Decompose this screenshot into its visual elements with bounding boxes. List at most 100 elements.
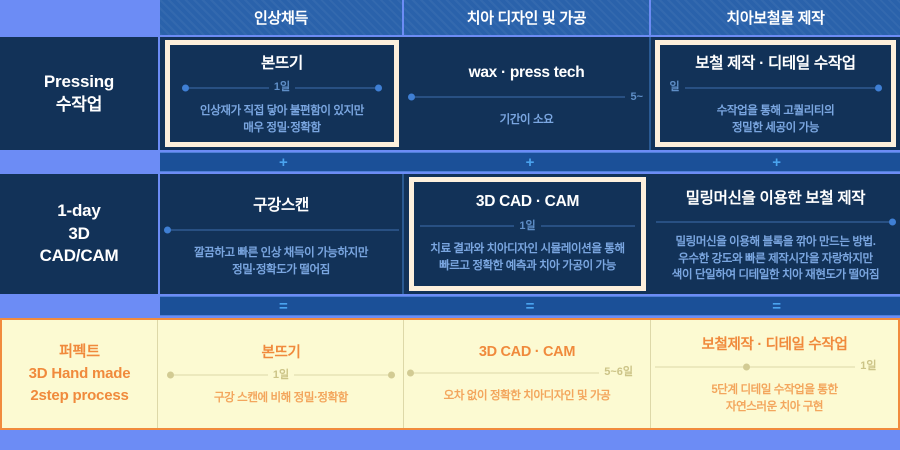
cell-oneday-milling-title: 밀링머신을 이용한 보철 제작 (685, 189, 866, 207)
row-label-pressing-line2: 수작업 (55, 94, 103, 114)
row-label-oneday-line1: 1-day (57, 200, 101, 220)
header-col-prosthesis-label: 치아보철물 제작 (726, 10, 825, 27)
cell-perfect-prosthesis-title: 보철제작 · 디테일 수작업 (701, 336, 848, 353)
timeline-duration-label: 1일 (268, 82, 296, 94)
timeline-pressing-prosthesis: 일 (669, 80, 882, 96)
timeline-bar (407, 372, 647, 374)
row-label-perfect: 퍼펙트 3D Hand made 2step process (2, 320, 158, 428)
desc-line: 오차 없이 정확한 치아디자인 및 가공 (443, 389, 611, 402)
timeline-perfect-impression: 1일 (167, 367, 395, 383)
cell-pressing-design-title: wax · press tech (468, 64, 585, 82)
cell-pressing-design: wax · press tech 5~ 기간이 소요 (404, 37, 651, 150)
operator-plus-col3: + (772, 153, 782, 171)
cell-pressing-prosthesis-desc: 수작업을 통해 고퀄리티의 정밀한 세공이 가능 (717, 103, 835, 136)
cell-oneday-scan-title: 구강스캔 (253, 197, 309, 215)
operator-strip-plus: + + + (160, 152, 900, 172)
cell-pressing-impression-desc: 인상재가 직접 닿아 불편함이 있지만 매우 정밀·정확함 (200, 103, 364, 136)
header-col-design-label: 치아 디자인 및 가공 (466, 10, 587, 27)
timeline-bar (163, 229, 399, 231)
cell-perfect-cadcam-title: 3D CAD · CAM (478, 343, 576, 360)
timeline-perfect-cadcam: 5~6일 (407, 365, 647, 381)
row-label-oneday: 1-day 3D CAD/CAM (0, 174, 158, 294)
operator-plus-col2: + (525, 153, 535, 171)
row-label-perfect-line3: 2step process (30, 386, 129, 404)
desc-line: 우수한 강도와 빠른 제작시간을 자랑하지만 (678, 252, 873, 265)
timeline-duration-label: 1일 (267, 369, 295, 381)
cell-perfect-impression-title: 본뜨기 (261, 345, 301, 362)
cell-pressing-prosthesis: 보철 제작 · 디테일 수작업 일 수작업을 통해 고퀄리티의 정밀한 세공이 … (655, 40, 896, 147)
desc-line: 정밀·정확도가 떨어짐 (232, 264, 330, 276)
desc-line: 깔끔하고 빠른 인상 채득이 가능하지만 (193, 247, 369, 260)
cell-pressing-design-desc: 기간이 소요 (500, 112, 554, 129)
desc-line: 정밀한 세공이 가능 (731, 121, 819, 134)
timeline-bar (669, 87, 882, 89)
timeline-duration-label: 5~ (625, 91, 645, 103)
cell-perfect-prosthesis-desc: 5단계 디테일 수작업을 통한 자연스러운 치아 구현 (711, 382, 838, 415)
timeline-bar (654, 366, 895, 368)
timeline-duration-label: 1일 (855, 361, 895, 373)
desc-line: 자연스러운 치아 구현 (725, 400, 824, 413)
cell-perfect-impression: 본뜨기 1일 구강 스캔에 비해 정밀·정확함 (159, 320, 404, 428)
timeline-dot-end (888, 218, 896, 226)
row-label-perfect-line2: 3D Hand made (28, 365, 131, 383)
desc-line: 매우 정밀·정확함 (243, 121, 321, 134)
header-col-impression-label: 인상채득 (253, 10, 308, 27)
desc-line: 밀링머신을 이용해 블록을 깎아 만드는 방법. (675, 235, 876, 248)
cell-pressing-prosthesis-title: 보철 제작 · 디테일 수작업 (695, 54, 856, 72)
timeline-duration-label: 5~6일 (599, 367, 647, 379)
cell-oneday-scan: 구강스캔 깔끔하고 빠른 인상 채득이 가능하지만 정밀·정확도가 떨어짐 (160, 174, 404, 294)
timeline-bar (408, 96, 645, 98)
desc-line: 인상재가 직접 닿아 불편함이 있지만 (200, 104, 364, 117)
timeline-oneday-cadcam: 1일 (420, 218, 635, 234)
timeline-duration-label: 일 (669, 82, 685, 94)
timeline-pressing-impression: 1일 (182, 80, 382, 96)
cell-perfect-cadcam: 3D CAD · CAM 5~6일 오차 없이 정확한 치아디자인 및 가공 (404, 320, 651, 428)
row-label-oneday-line3: CAD/CAM (39, 246, 119, 266)
operator-equals-col1: = (278, 297, 288, 315)
cell-oneday-milling-desc: 밀링머신을 이용해 블록을 깎아 만드는 방법. 우수한 강도와 빠른 제작시간… (671, 234, 880, 284)
operator-equals-col3: = (772, 297, 782, 315)
cell-oneday-milling: 밀링머신을 이용한 보철 제작 밀링머신을 이용해 블록을 깎아 만드는 방법.… (651, 174, 900, 294)
cell-perfect-cadcam-desc: 오차 없이 정확한 치아디자인 및 가공 (444, 388, 611, 405)
timeline-dot-start (163, 226, 171, 234)
operator-equals-col2: = (525, 297, 535, 315)
cell-oneday-cadcam-title: 3D CAD · CAM (475, 193, 580, 211)
header-col-prosthesis: 치아보철물 제작 (651, 0, 900, 35)
desc-line: 구강 스캔에 비해 정밀·정확함 (214, 392, 348, 405)
timeline-bar (655, 221, 896, 223)
timeline-dot-start (742, 363, 750, 371)
row-label-pressing: Pressing 수작업 (0, 37, 158, 150)
timeline-dot-start (182, 84, 189, 92)
timeline-dot-start (408, 93, 415, 101)
cell-oneday-cadcam-desc: 치료 결과와 치아디자인 시뮬레이션을 통해 빠르고 정확한 예측과 치아 가공… (430, 241, 625, 274)
timeline-pressing-design: 5~ (408, 89, 645, 105)
timeline-oneday-milling (655, 214, 896, 230)
cell-oneday-scan-desc: 깔끔하고 빠른 인상 채득이 가능하지만 정밀·정확도가 떨어짐 (194, 245, 368, 278)
header-col-impression: 인상채득 (160, 0, 404, 35)
header-row: 인상채득 치아 디자인 및 가공 치아보철물 제작 (160, 0, 900, 35)
timeline-duration-label: 1일 (514, 220, 541, 232)
cell-perfect-impression-desc: 구강 스캔에 비해 정밀·정확함 (214, 390, 348, 407)
cell-pressing-impression: 본뜨기 1일 인상재가 직접 닿아 불편함이 있지만 매우 정밀·정확함 (165, 40, 399, 147)
desc-line: 치료 결과와 치아디자인 시뮬레이션을 통해 (430, 243, 625, 256)
desc-line: 기간이 소요 (499, 114, 554, 127)
cell-perfect-prosthesis: 보철제작 · 디테일 수작업 1일 5단계 디테일 수작업을 통한 자연스러운 … (651, 320, 898, 428)
timeline-dot-start (407, 369, 414, 377)
timeline-oneday-scan (163, 222, 399, 238)
row-label-oneday-line2: 3D (68, 223, 90, 243)
timeline-dot-end (375, 84, 382, 92)
operator-strip-equals: = = = (160, 296, 900, 316)
timeline-dot-end (874, 84, 882, 92)
cell-pressing-impression-title: 본뜨기 (261, 54, 303, 72)
desc-line: 색이 단일하여 디테일한 치아 재현도가 떨어짐 (671, 269, 880, 282)
row-label-perfect-line1: 퍼펙트 (59, 343, 100, 361)
timeline-dot-end (388, 371, 395, 379)
timeline-dot-start (167, 371, 174, 379)
row-label-pressing-line1: Pressing (43, 71, 115, 91)
cell-oneday-cadcam: 3D CAD · CAM 1일 치료 결과와 치아디자인 시뮬레이션을 통해 빠… (409, 177, 646, 291)
header-col-design: 치아 디자인 및 가공 (404, 0, 651, 35)
desc-line: 5단계 디테일 수작업을 통한 (711, 383, 838, 396)
desc-line: 빠르고 정확한 예측과 치아 가공이 가능 (439, 260, 616, 272)
desc-line: 수작업을 통해 고퀄리티의 (716, 104, 835, 117)
